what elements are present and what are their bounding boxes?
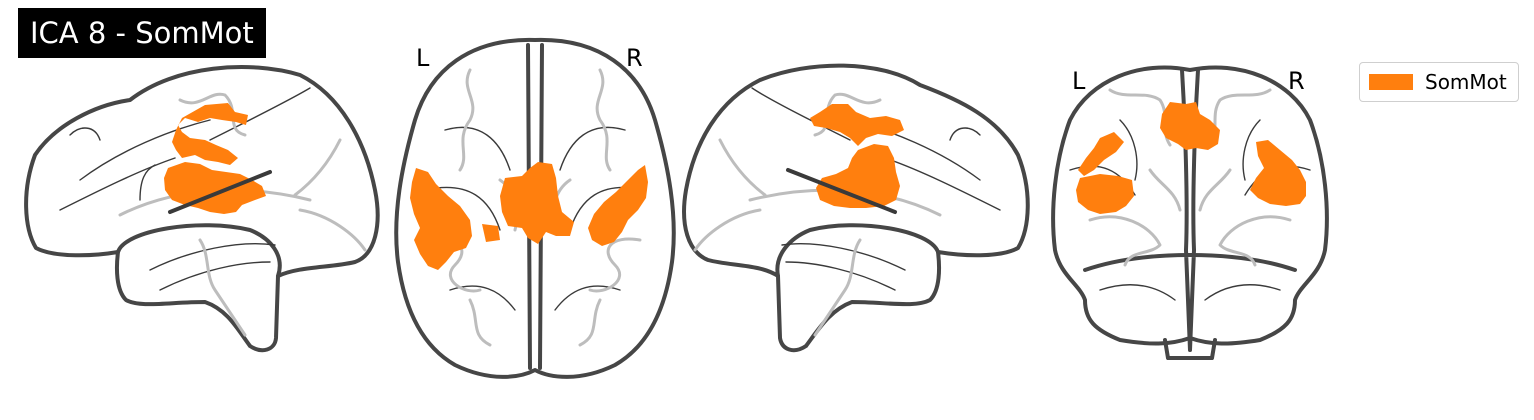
- activation-region: [1160, 102, 1220, 150]
- activation-region: [172, 103, 248, 165]
- activation-region: [1250, 140, 1306, 206]
- legend-label: SomMot: [1425, 70, 1507, 94]
- activation-region: [810, 104, 904, 146]
- sagittal-right-view: [682, 63, 1030, 353]
- coronal-left-label: L: [1072, 67, 1086, 95]
- sagittal-left-view: [24, 65, 380, 353]
- coronal-right-label: R: [1288, 67, 1305, 95]
- sagittal-right-cerebellum: [775, 223, 940, 278]
- axial-right-label: R: [626, 44, 643, 72]
- activation-region: [410, 168, 472, 270]
- activation-region: [588, 165, 648, 246]
- axial-outline: [394, 37, 676, 379]
- axial-view: [394, 37, 676, 379]
- coronal-cerebellum: [1083, 248, 1297, 360]
- sagittal-left-outline: [24, 65, 380, 353]
- activation-region: [1076, 174, 1134, 214]
- coronal-view: [1051, 65, 1329, 360]
- legend: SomMot: [1359, 62, 1519, 102]
- activation-region: [482, 224, 500, 242]
- legend-swatch: [1369, 74, 1413, 90]
- activation-region: [164, 162, 266, 214]
- figure-title: ICA 8 - SomMot: [18, 8, 266, 58]
- coronal-midline: [1180, 68, 1200, 252]
- activation-region: [816, 144, 900, 208]
- sagittal-left-cerebellum: [116, 223, 282, 278]
- axial-left-label: L: [416, 44, 430, 72]
- activation-region: [1078, 132, 1124, 176]
- activation-region: [500, 162, 574, 244]
